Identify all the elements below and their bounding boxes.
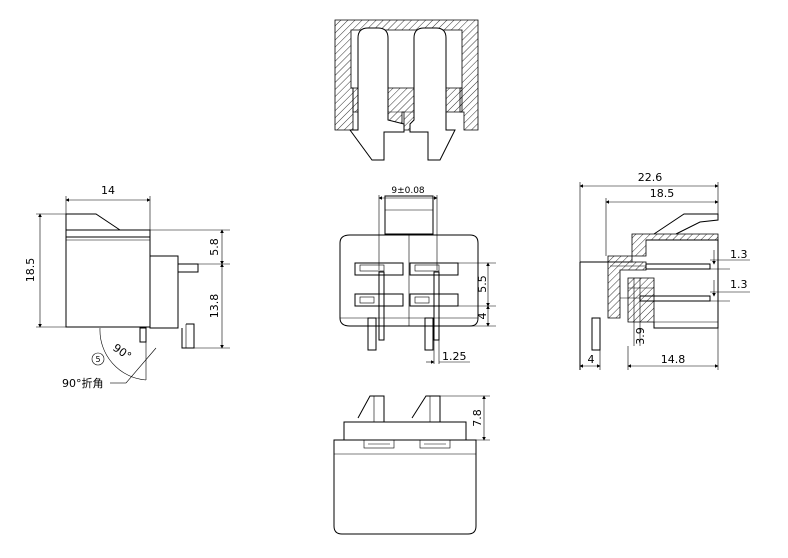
dim-front-pin-width: 1.25 bbox=[442, 350, 467, 363]
dim-bottom-height: 7.8 bbox=[471, 409, 484, 427]
dim-left-width: 14 bbox=[101, 184, 115, 197]
dim-right-offset: 3.9 bbox=[634, 327, 647, 345]
dim-left-height: 18.5 bbox=[24, 258, 37, 283]
dim-front-pitch: 9±0.08 bbox=[391, 186, 425, 196]
dim-left-lower: 13.8 bbox=[208, 294, 221, 319]
dim-front-pin-height: 5.5 bbox=[476, 275, 489, 293]
dim-left-upper: 5.8 bbox=[208, 238, 221, 256]
dim-front-lower: 4 bbox=[476, 313, 489, 320]
bend-note: 90°折角 bbox=[62, 376, 104, 390]
left-side-view: 14 18.5 5.8 13.8 90° 5 90°折角 bbox=[24, 184, 230, 390]
dim-right-body: 18.5 bbox=[650, 187, 675, 200]
dim-angle: 90° bbox=[110, 341, 133, 363]
dim-right-top-pin: 1.3 bbox=[730, 248, 748, 261]
callout-number: 5 bbox=[95, 355, 100, 364]
top-section-view bbox=[334, 19, 479, 161]
front-view: 9±0.08 5.5 4 1.25 bbox=[339, 186, 496, 364]
dim-right-base: 4 bbox=[588, 353, 595, 366]
right-section-view: 22.6 18.5 1.3 1.3 3.9 4 14.8 bbox=[579, 171, 750, 370]
dim-right-lower-pin: 1.3 bbox=[730, 278, 748, 291]
dim-right-lead: 14.8 bbox=[661, 353, 686, 366]
dim-right-total: 22.6 bbox=[638, 171, 663, 184]
bottom-view: 7.8 bbox=[333, 395, 490, 535]
